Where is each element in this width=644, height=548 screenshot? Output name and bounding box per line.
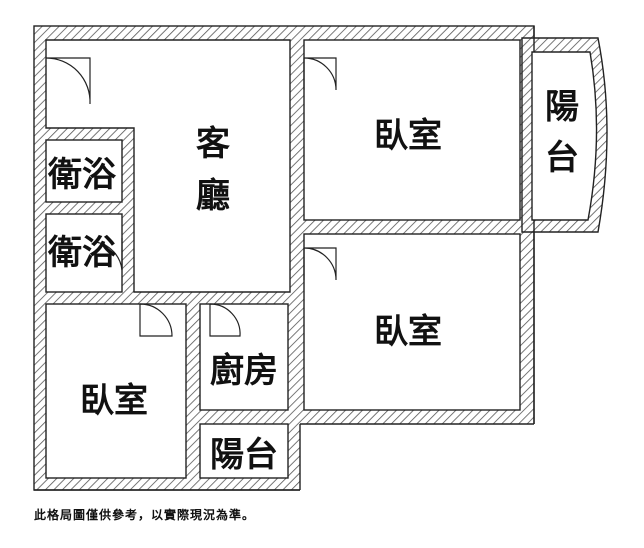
door-swings — [45, 57, 337, 337]
living-room — [45, 39, 291, 293]
door-bedroom-mid — [303, 247, 337, 281]
bedroom-bottom-left — [45, 303, 187, 479]
label-bath-upper: 衛浴 — [47, 155, 117, 195]
room-interiors — [45, 39, 598, 479]
label-bath-lower: 衛浴 — [47, 233, 117, 273]
label-balcony-bottom: 陽台 — [210, 435, 278, 475]
door-bedroom-bl — [139, 303, 173, 337]
bath-lower — [45, 213, 123, 293]
disclaimer-text: 此格局圖僅供參考，以實際現況為準。 — [34, 508, 256, 522]
bedroom-top-right — [303, 39, 521, 221]
balcony-right — [531, 51, 598, 221]
label-balcony-right-2: 台 — [545, 138, 579, 178]
room-labels: 客 廳 衛浴 衛浴 臥室 陽 台 臥室 臥室 廚房 陽台 — [47, 87, 579, 475]
label-bedroom-mid-right: 臥室 — [374, 312, 442, 352]
bath-upper — [45, 139, 123, 203]
label-kitchen: 廚房 — [210, 351, 278, 391]
bedroom-mid-right — [303, 233, 521, 411]
label-balcony-right-1: 陽 — [545, 87, 579, 127]
label-bedroom-bottom-left: 臥室 — [80, 381, 148, 421]
label-living-2: 廳 — [196, 176, 230, 216]
label-living-1: 客 — [196, 124, 230, 164]
kitchen — [199, 303, 289, 411]
door-kitchen — [209, 303, 241, 337]
door-bedroom-top — [303, 57, 337, 91]
door-bath-lower — [95, 238, 123, 271]
door-entry — [45, 57, 91, 105]
label-bedroom-top-right: 臥室 — [374, 116, 442, 156]
balcony-bottom — [199, 423, 289, 479]
